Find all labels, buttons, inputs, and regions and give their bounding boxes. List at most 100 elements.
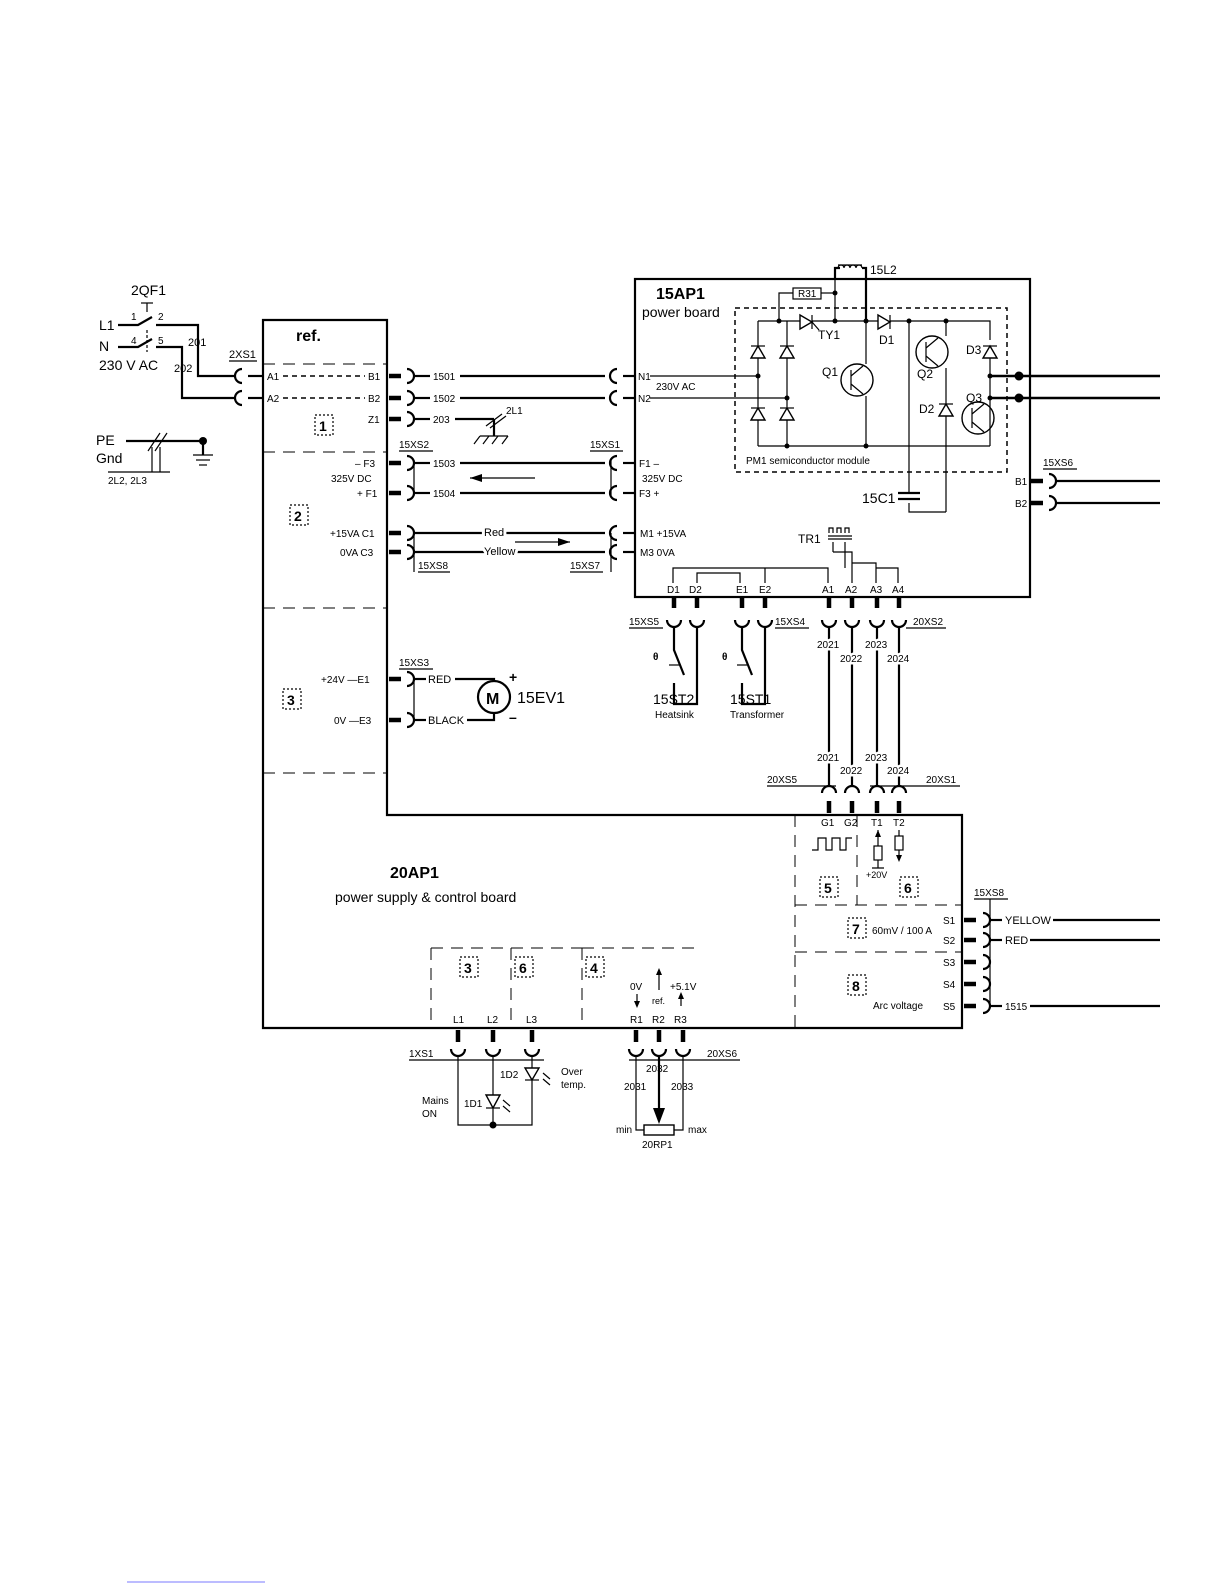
section-number: 4 [590,960,598,976]
resistor-icon [873,845,883,861]
wire-label: 2021 [817,640,840,651]
board-20ap1-label: ref. [296,328,321,345]
connector-label: 15XS3 [399,658,429,669]
pin-label: A1 [822,585,835,596]
pin-label: F1 – [639,459,659,470]
section-number: 3 [464,960,472,976]
status-leds: 1XS1 1D1 1D2 Mains ON Over temp. [409,1030,586,1129]
transformer-icon [828,527,850,533]
connector-label: 20XS2 [913,617,943,628]
pin-label: G1 [821,818,835,829]
pin-label: F3 + [639,489,659,500]
power-board-bottom-pins: D1 D2 E1 E2 A1 A2 A3 A4 15XS5 15XS4 20XS… [629,551,946,629]
transformer-signal-wiring: 2021 2022 2023 2024 2021 2022 2023 2024 … [767,627,960,813]
breaker-pin: 5 [158,336,164,347]
wire-201: 201 [188,337,206,349]
inductor-label: 2L1 [506,406,523,417]
board-15ap1-outline [633,277,1032,599]
section-number: 6 [904,880,912,896]
pin-label: +15VA C1 [330,529,375,540]
pin-label: D1 [667,585,680,596]
pin-label: S1 [943,916,956,927]
connector-label: 20XS6 [707,1049,737,1060]
potentiometer-icon [643,1124,675,1136]
breaker-pin: 1 [131,312,137,323]
section-5-6-gate-thermal: G1 G2 T1 T2 +20V [812,818,905,880]
wiper-arrow-icon [653,1108,665,1124]
thermal-switches: θ 15ST2 Heatsink θ 15ST1 Transformer [653,627,785,721]
thermal-icon: θ [722,652,727,663]
led-icon [484,1094,502,1110]
wire-label: 203 [433,415,450,426]
connector-label: 15XS7 [570,561,600,572]
wire-202: 202 [174,363,192,375]
section-3-fan: +24V —E1 0V —E3 15XS3 RED BLACK M + – 15… [321,658,565,729]
pin-label: 0VA C3 [340,548,374,559]
pin-label: D2 [689,585,702,596]
pin-label: L3 [526,1015,538,1026]
pin-label: B2 [1015,499,1028,510]
power-board-internals: 15L2 R31 TY1 D1 [749,263,1160,552]
inductor-icon [837,264,863,269]
wire-label: 2021 [817,753,840,764]
led-description: temp. [561,1080,586,1091]
pm1-module-label: PM1 semiconductor module [746,456,870,467]
pin-label: A3 [870,585,883,596]
breaker-pin: 2 [158,312,164,323]
diode-label: D1 [879,333,895,347]
transistor-q3-icon [961,401,995,435]
pin-label: M1 +15VA [640,529,687,540]
pin-label: S2 [943,936,956,947]
led-label: 1D1 [464,1099,483,1110]
connector-label: 15XS8 [418,561,448,572]
pin-label: A4 [892,585,905,596]
wire-label: 2023 [865,753,888,764]
voltage-label: 230V AC [656,382,695,393]
connector-label: 15XS5 [629,617,659,628]
connector-label: 1XS1 [409,1049,434,1060]
board-20ap1-outline [261,318,964,1030]
wire-color-label: YELLOW [1005,915,1051,927]
arrow-right-icon [558,538,570,546]
pin-label: A1 [267,372,280,383]
thermal-switch-description: Transformer [730,710,785,721]
section-number: 8 [852,978,860,994]
wire-color-label: RED [1005,935,1028,947]
wire-color-label: RED [428,674,451,686]
filters-label: 2L2, 2L3 [108,476,147,487]
transistor-q2-icon [915,335,949,369]
section-number: 5 [824,880,832,896]
wire-label: 1504 [433,489,456,500]
pm1-module-outline [734,307,1008,473]
section-number-boxes: 1 2 3 5 6 7 8 3 6 4 [282,414,919,996]
pin-label: T2 [893,818,905,829]
inductor-label: 15L2 [870,263,897,277]
section-7-8-sense: 60mV / 100 A Arc voltage S1 S2 S3 S4 S5 … [872,888,1160,1015]
connector-label: 15XS4 [775,617,805,628]
led-label: 1D2 [500,1070,519,1081]
wire-label: 2024 [887,654,910,665]
wire-label: 2032 [646,1064,669,1075]
led-icon [523,1067,541,1082]
connector-2xs1: 2XS1 [229,349,256,361]
section-number: 2 [294,508,302,524]
pin-label: B1 [368,372,381,383]
board-15ap1-description: power board [642,304,720,320]
section-2-dc-bus: – F3 325V DC + F1 15XS2 15XS1 1503 1504 … [330,440,687,573]
connector-label: 15XS8 [974,888,1004,899]
pin-label: B2 [368,394,381,405]
wire-color-label: BLACK [428,715,465,727]
shunt-label: 60mV / 100 A [872,926,932,937]
fan-label: 15EV1 [517,690,565,707]
pin-label: Z1 [368,415,380,426]
connector-label: 20XS5 [767,775,797,786]
pin-label: S4 [943,980,956,991]
section-number: 7 [852,921,860,937]
resistor-label: R31 [798,289,817,300]
wire-label: 2022 [840,654,863,665]
pin-label: L2 [487,1015,499,1026]
thermal-switch-description: Heatsink [655,710,695,721]
led-description: ON [422,1109,437,1120]
pulse-wave-icon [812,837,852,851]
